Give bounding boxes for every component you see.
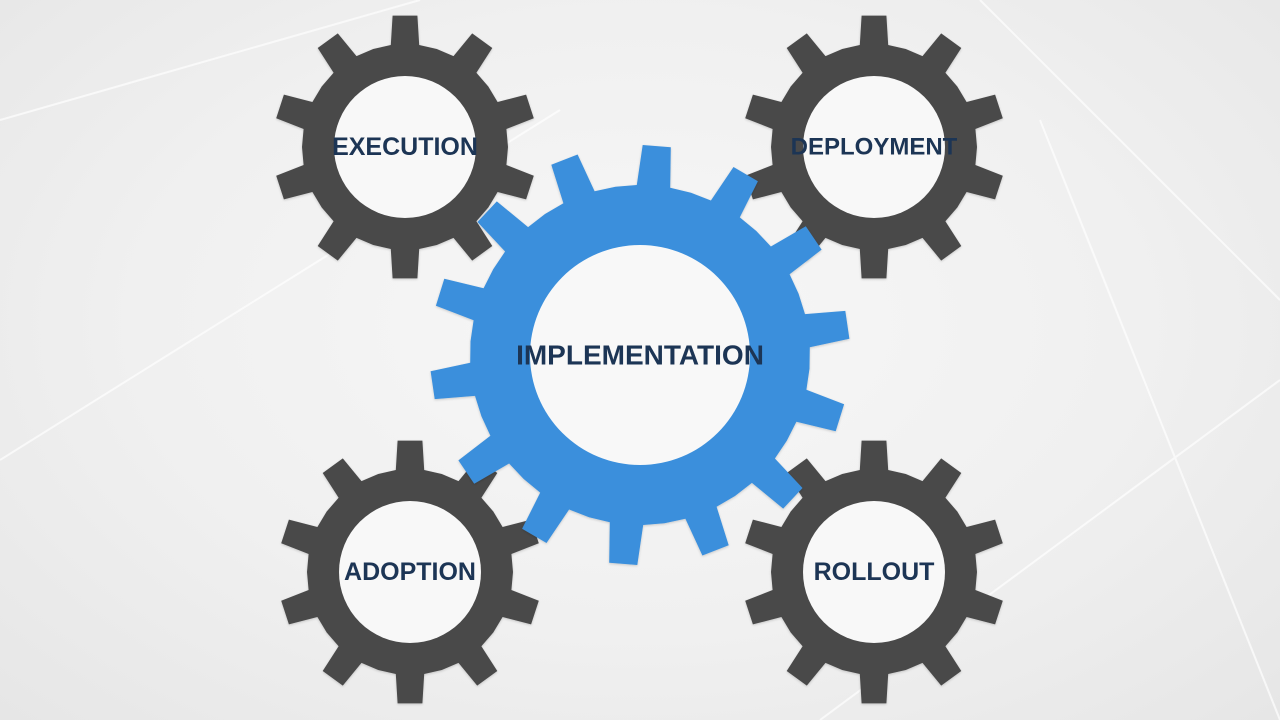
gear-face [530, 245, 750, 465]
gear-face [334, 76, 476, 218]
gear-deployment: DEPLOYMENT [745, 15, 1003, 279]
gear-face [803, 501, 945, 643]
gear-rollout: ROLLOUT [745, 440, 1003, 704]
gear-face [803, 76, 945, 218]
gear-implementation: IMPLEMENTATION [430, 145, 850, 565]
gear-label-rollout: ROLLOUT [814, 558, 935, 586]
gear-adoption: ADOPTION [281, 440, 539, 704]
gear-label-execution: EXECUTION [332, 133, 478, 161]
gear-face [339, 501, 481, 643]
gear-label-implementation: IMPLEMENTATION [516, 340, 764, 371]
gear-label-deployment: DEPLOYMENT [791, 134, 958, 161]
gear-label-adoption: ADOPTION [344, 558, 476, 586]
gear-execution: EXECUTION [276, 15, 534, 279]
